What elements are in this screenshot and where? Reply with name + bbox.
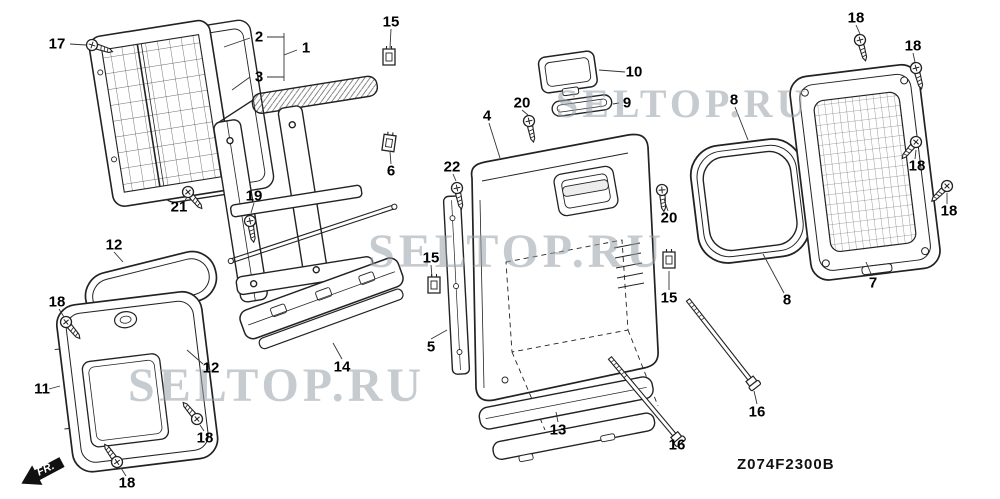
screw-20: [521, 113, 540, 144]
bolt-16: [682, 295, 762, 392]
fr-arrow: FR.: [21, 457, 65, 485]
part-14-bracket: [239, 257, 404, 350]
leader-lines: [48, 24, 948, 477]
screw-18: [852, 32, 872, 63]
clip-15: [427, 273, 441, 294]
clip-15: [382, 45, 396, 66]
part-grille-assembly: [88, 19, 275, 207]
part-8-seal-ring: [689, 138, 811, 264]
part-10-lid: [537, 50, 598, 97]
part-7-side-cover: [789, 63, 941, 281]
drawing-code: Z074F2300B: [737, 456, 835, 473]
part-11-front-panel: [54, 290, 219, 473]
part-5-channel: [442, 195, 471, 375]
part-frame-assembly: [213, 75, 398, 303]
part-13-tray: [478, 376, 656, 463]
clip-15: [662, 248, 676, 269]
part-9-gasket: [551, 94, 613, 117]
part-4-rear-cover: [470, 133, 659, 431]
clip-6: [381, 130, 398, 153]
